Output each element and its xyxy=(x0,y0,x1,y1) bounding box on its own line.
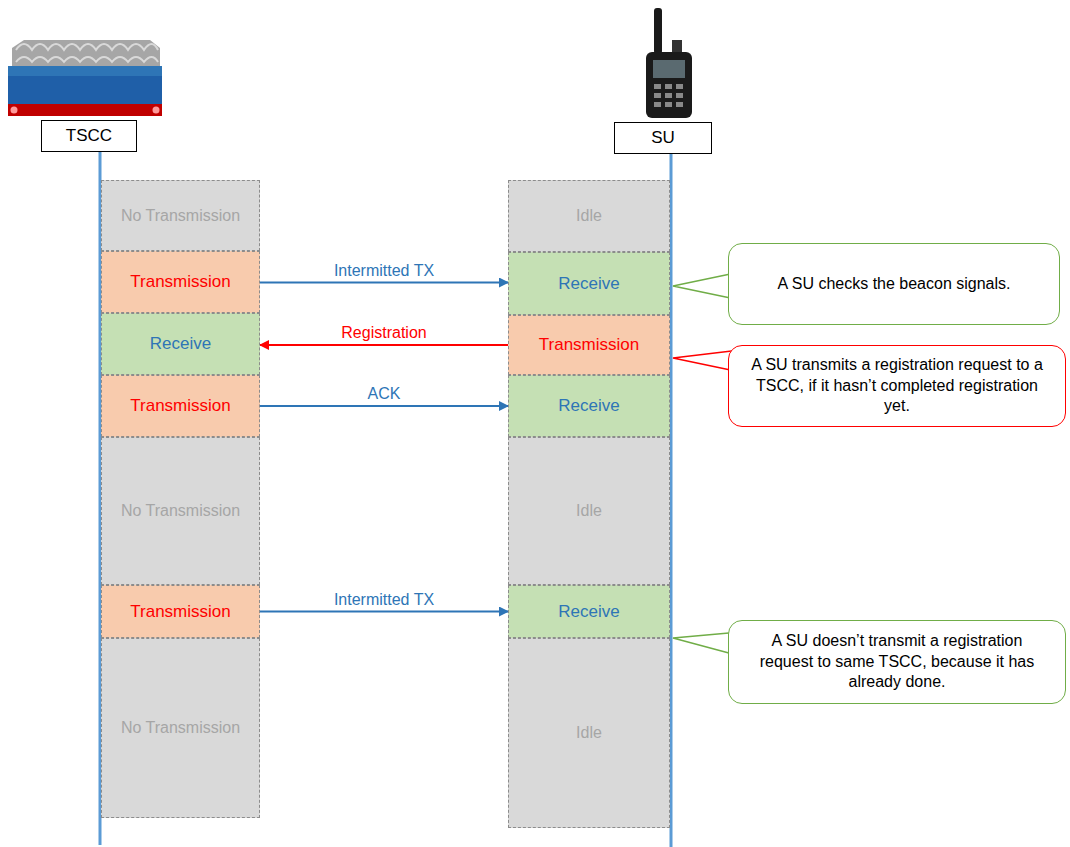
state-box: Receive xyxy=(508,375,670,437)
message-label: Intermitted TX xyxy=(331,262,437,280)
state-box: Idle xyxy=(508,180,670,252)
box-text: Idle xyxy=(576,500,602,522)
box-text: A SU doesn’t transmit a registration req… xyxy=(743,631,1051,693)
message-arrow xyxy=(260,611,508,613)
state-box: Receive xyxy=(101,313,260,375)
callout-box: A SU checks the beacon signals. xyxy=(728,243,1060,325)
callout-box: A SU transmits a registration request to… xyxy=(728,345,1066,427)
box-text: Receive xyxy=(150,334,211,354)
box-text: TSCC xyxy=(66,126,112,146)
state-box: No Transmission xyxy=(101,180,260,251)
message-label: Registration xyxy=(338,324,429,342)
state-box: No Transmission xyxy=(101,437,260,585)
su-radio-icon xyxy=(646,8,692,118)
box-text: Receive xyxy=(558,602,619,622)
message-arrow xyxy=(260,405,508,407)
box-text: Receive xyxy=(558,274,619,294)
box-text: Transmission xyxy=(539,335,639,355)
box-text: No Transmission xyxy=(121,500,240,522)
box-text: A SU transmits a registration request to… xyxy=(743,355,1051,417)
message-label: Intermitted TX xyxy=(331,591,437,609)
box-text: No Transmission xyxy=(121,205,240,227)
box-text: SU xyxy=(651,128,675,148)
state-box: No Transmission xyxy=(101,638,260,818)
state-box: Idle xyxy=(508,437,670,585)
state-box: Receive xyxy=(508,252,670,315)
lifeline-header: TSCC xyxy=(41,120,137,152)
state-box: Transmission xyxy=(101,251,260,313)
state-box: Receive xyxy=(508,585,670,638)
box-text: A SU checks the beacon signals. xyxy=(777,274,1010,295)
box-text: Idle xyxy=(576,722,602,744)
state-box: Idle xyxy=(508,638,670,828)
message-label: ACK xyxy=(365,385,404,403)
state-box: Transmission xyxy=(101,585,260,638)
box-text: Receive xyxy=(558,396,619,416)
state-box: Transmission xyxy=(101,375,260,437)
callout-box: A SU doesn’t transmit a registration req… xyxy=(728,620,1066,704)
box-text: No Transmission xyxy=(121,717,240,739)
tscc-device-icon xyxy=(8,40,162,116)
box-text: Idle xyxy=(576,205,602,227)
state-box: Transmission xyxy=(508,315,670,375)
lifeline-header: SU xyxy=(614,122,712,154)
box-text: Transmission xyxy=(130,602,230,622)
message-arrow xyxy=(260,344,508,346)
box-text: Transmission xyxy=(130,272,230,292)
box-text: Transmission xyxy=(130,396,230,416)
message-arrow xyxy=(260,282,508,284)
